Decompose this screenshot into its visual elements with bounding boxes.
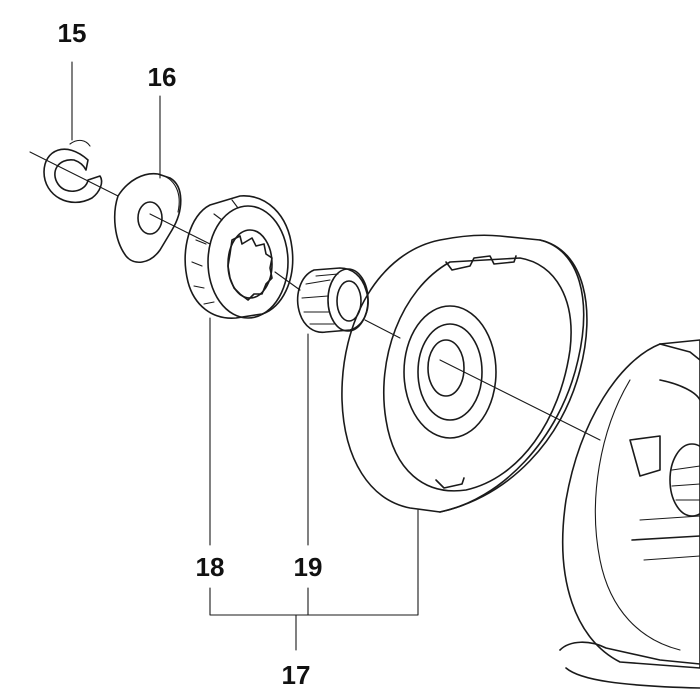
callout-17: 17 [282,660,311,690]
clutch-drum-icon [341,234,588,513]
circlip-icon [43,139,103,204]
leader-lines [71,61,419,651]
callout-16: 16 [148,62,177,92]
assembly-axis-line [29,151,601,441]
callout-19: 19 [294,552,323,582]
rim-sprocket-icon [184,195,294,319]
clutch-assembly-icon [559,339,700,689]
callout-18: 18 [196,552,225,582]
callout-15: 15 [58,18,87,48]
needle-bearing-icon [296,267,369,334]
washer-icon [113,172,182,263]
